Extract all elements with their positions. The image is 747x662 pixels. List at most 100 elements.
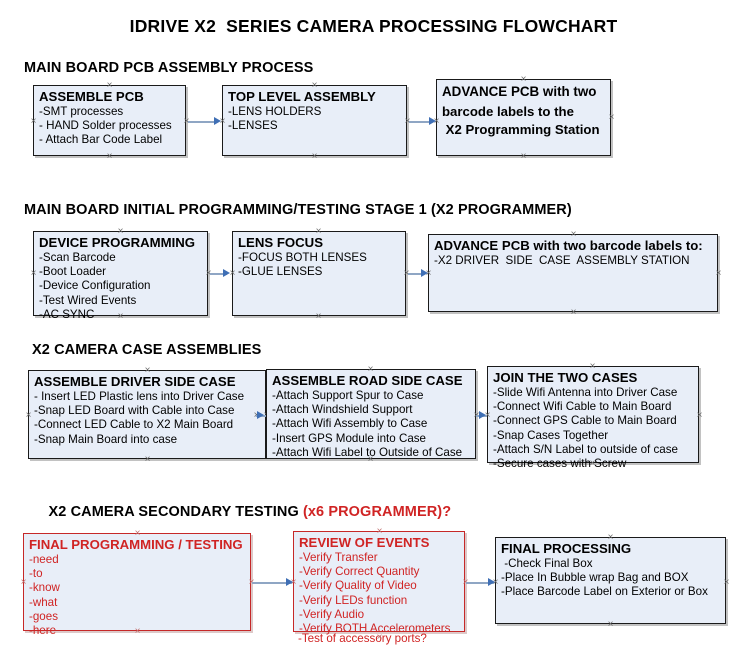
connection-handle[interactable]: × (144, 365, 151, 376)
connection-handle[interactable]: × (247, 578, 256, 588)
connection-handle[interactable]: × (607, 619, 614, 630)
connection-handle[interactable]: × (30, 116, 37, 127)
node-line: -here (29, 624, 57, 638)
node-line: -Slide Wifi Antenna into Driver Case (493, 386, 678, 399)
connection-handle[interactable]: × (433, 116, 440, 127)
node-title: ADVANCE PCB with two (442, 84, 597, 99)
node-join-the-two-cases[interactable]: JOIN THE TWO CASES -Slide Wifi Antenna i… (487, 366, 699, 470)
node-line: -FOCUS BOTH LENSES (238, 251, 367, 264)
node-top-level-assembly[interactable]: TOP LEVEL ASSEMBLY -LENS HOLDERS -LENSES (222, 85, 407, 156)
node-advance-pcb-programming-station[interactable]: ADVANCE PCB with two barcode labels to t… (436, 79, 611, 156)
node-assemble-pcb[interactable]: ASSEMBLE PCB -SMT processes - HAND Solde… (33, 85, 186, 156)
node-line: -Verify LEDs function (299, 593, 408, 607)
connection-handle[interactable]: × (589, 458, 596, 469)
connection-handle[interactable]: × (106, 151, 113, 162)
connection-handle[interactable]: × (715, 268, 722, 279)
node-line: -LENSES (228, 119, 278, 133)
connection-handle[interactable]: × (376, 526, 383, 537)
node-final-processing[interactable]: FINAL PROCESSING -Check Final Box -Place… (495, 537, 726, 624)
node-title: LENS FOCUS (238, 235, 323, 250)
section-heading-accent: (x6 PROGRAMMER)? (302, 504, 452, 520)
connection-handle[interactable]: × (376, 632, 383, 643)
connection-handle[interactable]: × (520, 74, 527, 85)
connection-handle[interactable]: × (106, 80, 113, 91)
connection-handle[interactable]: × (315, 226, 322, 237)
connection-handle[interactable]: × (311, 151, 318, 162)
connection-handle[interactable]: × (570, 229, 577, 240)
node-line: -Snap LED Board with Cable into Case (34, 404, 235, 418)
connection-handle[interactable]: × (461, 578, 470, 588)
connection-handle[interactable]: × (30, 268, 37, 279)
section-heading-pcb-assembly: MAIN BOARD PCB ASSEMBLY PROCESS (24, 60, 314, 76)
connection-handle[interactable]: × (315, 311, 322, 322)
connection-handle[interactable]: × (134, 528, 141, 539)
connector-arrowhead (421, 269, 428, 277)
node-line: -what (29, 595, 58, 609)
node-line: -Connect GPS Cable to Main Board (493, 414, 677, 428)
node-line: -Attach S/N Label to outside of case (493, 442, 678, 456)
node-line: -Place In Bubble wrap Bag and BOX (501, 571, 689, 585)
connection-handle[interactable]: × (484, 410, 491, 421)
connection-handle[interactable]: × (290, 577, 297, 588)
node-line: -Device Configuration (39, 279, 151, 293)
node-advance-pcb-driver-side-station[interactable]: ADVANCE PCB with two barcode labels to: … (428, 234, 718, 312)
connection-handle[interactable]: × (608, 112, 615, 123)
node-line: - HAND Solder processes (39, 119, 172, 133)
connection-handle[interactable]: × (144, 454, 151, 465)
node-line: -Attach Wifi Label to Outside of Case (272, 445, 463, 459)
connector-arrowhead (286, 578, 293, 586)
connection-handle[interactable]: × (117, 226, 124, 237)
connection-handle[interactable]: × (492, 577, 499, 588)
section-heading-secondary-testing: X2 CAMERA SECONDARY TESTING (x6 PROGRAMM… (32, 488, 452, 536)
node-line: -Test Wired Events (39, 293, 137, 307)
node-assemble-driver-side-case[interactable]: ASSEMBLE DRIVER SIDE CASE - Insert LED P… (28, 370, 266, 459)
connection-handle[interactable]: × (425, 268, 432, 279)
connection-handle[interactable]: × (219, 116, 226, 127)
node-title: FINAL PROCESSING (501, 541, 632, 556)
connector-line (252, 582, 292, 584)
connection-handle[interactable]: × (367, 364, 374, 375)
node-line: -Boot Loader (39, 265, 107, 279)
node-line: -Verify Transfer (299, 551, 378, 564)
node-line: -Verify Quality of Video (299, 579, 417, 593)
node-line: -Attach Support Spur to Case (272, 389, 424, 402)
node-line: -AC SYNC (39, 307, 95, 321)
node-line: -X2 DRIVER SIDE CASE ASSEMBLY STATION (434, 254, 690, 267)
connection-handle[interactable]: × (404, 116, 411, 127)
connection-handle[interactable]: × (20, 577, 27, 588)
connection-handle[interactable]: × (229, 268, 236, 279)
connection-handle[interactable]: × (520, 151, 527, 162)
connection-handle[interactable]: × (25, 410, 32, 421)
connection-handle[interactable]: × (367, 454, 374, 465)
connector-arrowhead (429, 117, 436, 125)
connector-line (188, 121, 216, 123)
connection-handle[interactable]: × (311, 80, 318, 91)
connection-handle[interactable]: × (723, 577, 730, 588)
connector-arrowhead (257, 411, 264, 419)
connection-handle[interactable]: × (696, 410, 703, 421)
node-line: -need (29, 553, 59, 566)
node-title: ADVANCE PCB with two barcode labels to: (434, 238, 703, 253)
connection-handle[interactable]: × (183, 116, 190, 127)
node-line: -know (29, 581, 60, 595)
node-line: -Snap Cases Together (493, 428, 609, 442)
node-final-programming-testing[interactable]: FINAL PROGRAMMING / TESTING -need -to -k… (23, 533, 251, 637)
page-title: IDRIVE X2 SERIES CAMERA PROCESSING FLOWC… (129, 16, 618, 36)
node-device-programming[interactable]: DEVICE PROGRAMMING -Scan Barcode -Boot L… (33, 231, 208, 321)
node-title: TOP LEVEL ASSEMBLY (228, 89, 376, 104)
connection-handle[interactable]: × (403, 268, 410, 279)
connection-handle[interactable]: × (589, 361, 596, 372)
connection-handle[interactable]: × (205, 268, 212, 279)
connection-handle[interactable]: × (570, 307, 577, 318)
connection-handle[interactable]: × (134, 626, 141, 637)
node-line: -LENS HOLDERS (228, 105, 322, 118)
node-review-of-events[interactable]: REVIEW OF EVENTS -Verify Transfer -Verif… (293, 531, 465, 635)
connection-handle[interactable]: × (117, 311, 124, 322)
node-lens-focus[interactable]: LENS FOCUS -FOCUS BOTH LENSES -GLUE LENS… (232, 231, 406, 316)
connection-handle[interactable]: × (607, 532, 614, 543)
node-assemble-road-side-case[interactable]: ASSEMBLE ROAD SIDE CASE -Attach Support … (266, 369, 476, 459)
node-line: - Insert LED Plastic lens into Driver Ca… (34, 390, 245, 403)
node-line: barcode labels to the (442, 103, 574, 119)
connector-line (409, 121, 432, 123)
connector-arrowhead (223, 269, 230, 277)
